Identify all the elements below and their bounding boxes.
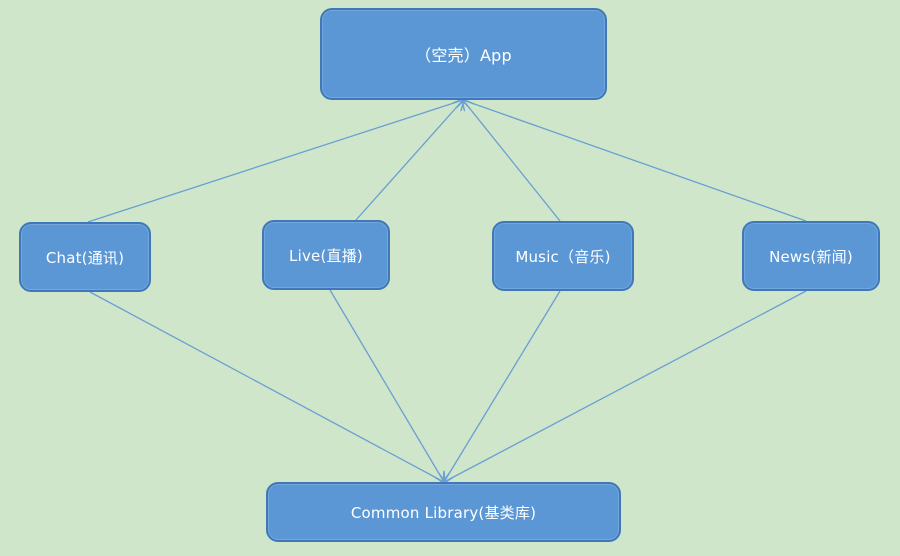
arrow-news-to-common (444, 290, 807, 482)
arrow-news-to-app (463, 100, 807, 222)
node-music: Music（音乐) (492, 221, 634, 291)
arrow-chat-to-app (87, 100, 463, 223)
arrow-music-to-app (463, 100, 561, 222)
node-app-shell: （空壳）App (320, 8, 607, 100)
arrow-live-to-common (329, 289, 444, 482)
arrow-music-to-common (444, 290, 561, 482)
arrow-live-to-app (355, 100, 463, 221)
node-news: News(新闻) (742, 221, 880, 291)
node-common-library: Common Library(基类库) (266, 482, 621, 542)
arrow-chat-to-common (89, 291, 444, 482)
node-chat: Chat(通讯) (19, 222, 151, 292)
node-live: Live(直播) (262, 220, 390, 290)
